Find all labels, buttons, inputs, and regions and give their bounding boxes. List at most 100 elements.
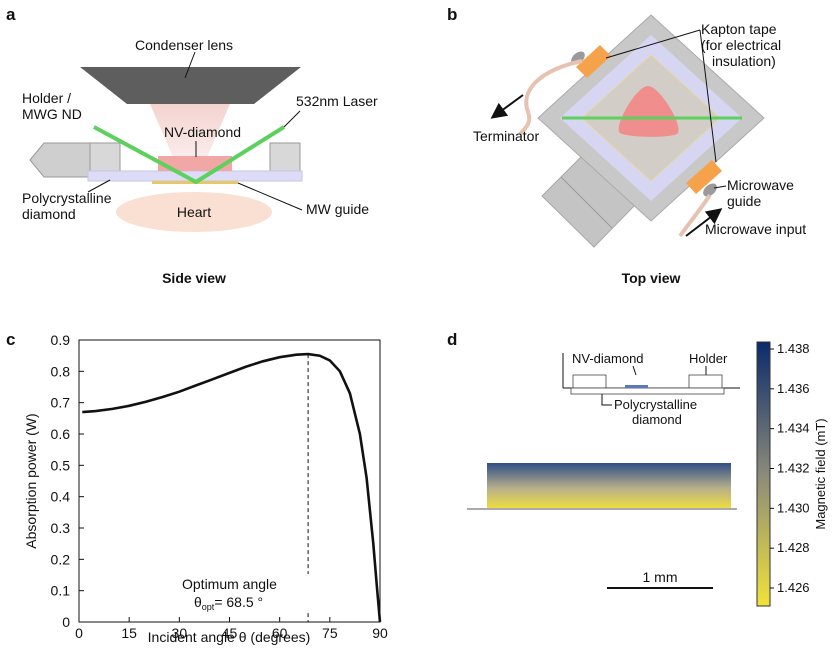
laser-leader	[283, 110, 301, 128]
mw-guide-label-2: guide	[727, 193, 761, 209]
x-ticks: 0 15 30 45 60 75 90	[75, 617, 388, 641]
holder-label-1: Holder /	[22, 90, 71, 106]
condenser-lens-shape	[80, 67, 301, 104]
x-tick-label: 60	[272, 625, 288, 641]
poly-label-1: Polycrystalline	[22, 190, 112, 206]
y-tick-label: 0.2	[51, 551, 71, 567]
inset-poly-label-2: diamond	[632, 412, 682, 427]
condenser-leader	[184, 51, 196, 79]
x-tick-label: 75	[322, 625, 338, 641]
absorption-curve	[82, 352, 382, 623]
y-tick-label: 0.1	[51, 583, 71, 599]
kapton-label-1: Kapton tape	[701, 21, 777, 37]
kapton-leader-2	[699, 29, 717, 163]
x-tick-label: 0	[75, 625, 83, 641]
kapton-tape-bottom	[686, 160, 722, 194]
panel-b-letter: b	[447, 5, 457, 24]
holder-label-2: MWG ND	[22, 106, 82, 122]
y-tick-label: 0.6	[51, 426, 71, 442]
colorbar-tick-label: 1.432	[777, 461, 810, 476]
theta-value: = 68.5 °	[214, 594, 263, 610]
y-ticks: 0 0.1 0.2 0.3 0.4 0.5 0.6 0.7 0.8 0.9	[51, 332, 84, 630]
nv-diamond-shape	[158, 156, 232, 171]
inset-nv-shape	[625, 385, 648, 388]
inset-plate	[570, 387, 725, 395]
theta-subscript: opt	[202, 602, 215, 612]
kapton-tape-top	[576, 45, 611, 78]
top-view-caption: Top view	[622, 270, 681, 286]
inset-holder-right	[688, 374, 723, 389]
stub-edge	[560, 176, 613, 229]
poly-label-2: diamond	[22, 206, 76, 222]
x-tick-label: 90	[372, 625, 388, 641]
y-tick-label: 0.3	[51, 520, 71, 536]
colorbar-tick-label: 1.430	[777, 500, 810, 515]
heart-label: Heart	[177, 204, 211, 220]
panel-c-letter: c	[6, 330, 15, 349]
focused-beam	[150, 104, 230, 162]
side-view-caption: Side view	[162, 270, 226, 286]
colorbar-tick-label: 1.438	[777, 341, 810, 356]
laser-label: 532nm Laser	[296, 93, 378, 109]
kapton-label-3: insulation)	[712, 53, 776, 69]
mw-guide-label-1: Microwave	[727, 177, 794, 193]
mw-leader	[237, 182, 303, 211]
y-tick-label: 0.8	[51, 363, 71, 379]
holder-left	[29, 142, 91, 178]
panel-d-letter: d	[447, 330, 457, 349]
optimum-angle-value: θopt= 68.5 °	[194, 594, 263, 612]
panel-d: d NV-diamond Holder Polycrystalline diam…	[447, 330, 828, 607]
x-axis-label: Incident angle θ (degrees)	[148, 629, 311, 645]
cable-terminator	[518, 59, 583, 136]
poly-leader	[87, 179, 111, 193]
theta-symbol: θ	[194, 594, 202, 610]
inset-poly-leader	[601, 394, 612, 406]
panel-b: b Kapton tape (for electrical insulation…	[447, 5, 806, 286]
heart-shape	[116, 192, 272, 232]
optimum-angle-label: Optimum angle	[182, 576, 277, 592]
annotation-bg	[178, 574, 318, 610]
y-tick-label: 0.4	[51, 489, 71, 505]
y-axis-label: Absorption power (W)	[23, 413, 39, 548]
inset-nv-label: NV-diamond	[572, 351, 644, 366]
condenser-lens-label: Condenser lens	[135, 37, 233, 53]
y-tick-label: 0.7	[51, 395, 71, 411]
input-arrow	[685, 208, 723, 237]
laser-beam	[93, 125, 286, 184]
terminator-arrow	[490, 94, 524, 119]
y-tick-label: 0	[62, 614, 70, 630]
kapton-label-2: (for electrical	[701, 37, 781, 53]
colorbar	[756, 341, 771, 607]
inset-holder-left	[572, 374, 607, 389]
mw-guide-label: MW guide	[306, 201, 369, 217]
magnetic-field-map	[487, 463, 731, 509]
colorbar-ticks: 1.438 1.436 1.434 1.432 1.430 1.428 1.426	[770, 341, 810, 595]
x-tick-label: 45	[222, 625, 238, 641]
inset-holder-label: Holder	[689, 351, 728, 366]
colorbar-tick-label: 1.436	[777, 381, 810, 396]
panel-c: c 0 0.1 0.2 0.3 0.4 0.5 0.6 0.7 0.8 0.9 0 15 30 45 60…	[6, 330, 388, 645]
inset-diagram: NV-diamond Holder Polycrystalline diamon…	[562, 351, 740, 427]
panel-a-letter: a	[6, 5, 16, 24]
x-tick-label: 15	[121, 625, 137, 641]
x-tick-label: 30	[172, 625, 188, 641]
colorbar-tick-label: 1.426	[777, 580, 810, 595]
cable-input	[678, 193, 712, 238]
mwg-leader	[713, 185, 727, 189]
connector-bottom	[703, 183, 717, 197]
kapton-leader-1	[605, 29, 701, 59]
colorbar-label: Magnetic field (mT)	[813, 418, 828, 529]
y-tick-label: 0.9	[51, 332, 71, 348]
mw-input-label: Microwave input	[705, 221, 806, 237]
scale-bar-label: 1 mm	[643, 569, 678, 585]
y-tick-label: 0.5	[51, 457, 71, 473]
colorbar-tick-label: 1.434	[777, 421, 810, 436]
inset-nv-leader	[632, 365, 637, 376]
terminator-label: Terminator	[473, 128, 539, 144]
nv-triangle	[618, 86, 679, 137]
nv-diamond-label: NV-diamond	[164, 124, 241, 140]
panel-a: a Condenser lens Heart Holder / MWG ND 5…	[6, 5, 378, 286]
inset-poly-label-1: Polycrystalline	[614, 397, 697, 412]
colorbar-tick-label: 1.428	[777, 540, 810, 555]
